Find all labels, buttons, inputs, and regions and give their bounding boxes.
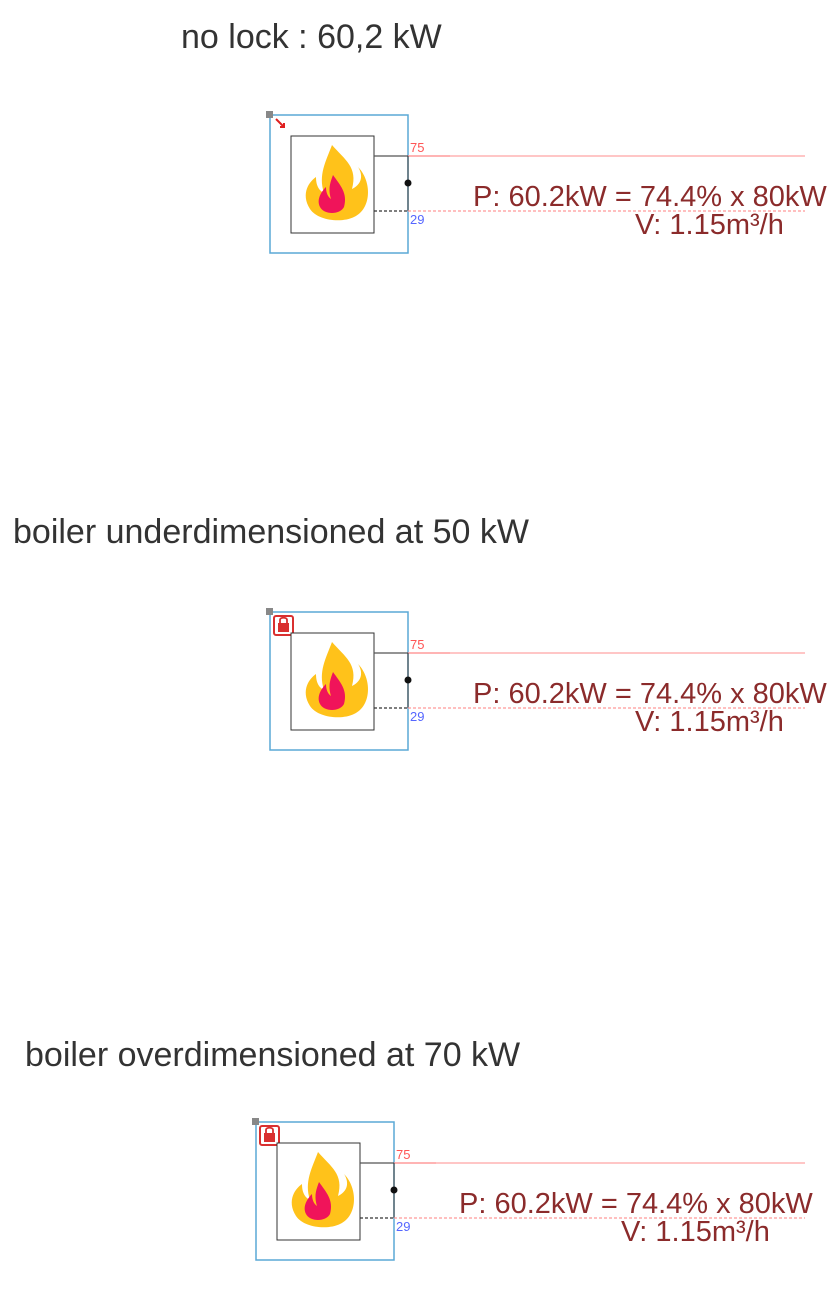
resize-handle-icon[interactable]	[252, 1118, 259, 1125]
boiler-graphic	[266, 111, 805, 254]
boiler-graphic	[266, 608, 805, 751]
flame-icon	[305, 642, 369, 718]
boiler-diagram: 75 29 P: 60.2kW = 74.4% x 80kW V: 1.15m³…	[0, 105, 827, 275]
flame-icon	[291, 1152, 355, 1228]
return-temperature: 29	[410, 212, 425, 227]
volume-label: V: 1.15m³/h	[635, 706, 784, 738]
supply-temperature: 75	[410, 637, 425, 652]
supply-temperature: 75	[410, 140, 425, 155]
return-temperature: 29	[410, 709, 425, 724]
scenario-title: no lock : 60,2 kW	[181, 18, 442, 56]
boiler-diagram: 75 29 P: 60.2kW = 74.4% x 80kW V: 1.15m³…	[0, 1112, 813, 1282]
scenario-title: boiler overdimensioned at 70 kW	[25, 1036, 521, 1074]
power-label: P: 60.2kW = 74.4% x 80kW	[473, 181, 827, 213]
supply-temperature: 75	[396, 1147, 411, 1162]
resize-handle-icon[interactable]	[266, 111, 273, 118]
lock-icon[interactable]	[259, 1125, 280, 1146]
boiler-graphic	[252, 1118, 805, 1261]
boiler-diagram: 75 29 P: 60.2kW = 74.4% x 80kW V: 1.15m³…	[0, 602, 827, 772]
scenario-title: boiler underdimensioned at 50 kW	[13, 513, 529, 551]
volume-label: V: 1.15m³/h	[635, 209, 784, 241]
unlock-arrow-icon[interactable]	[275, 118, 285, 128]
connector-dot[interactable]	[404, 676, 412, 684]
power-label: P: 60.2kW = 74.4% x 80kW	[459, 1188, 813, 1220]
volume-label: V: 1.15m³/h	[621, 1216, 770, 1248]
connector-dot[interactable]	[404, 179, 412, 187]
flame-icon	[305, 145, 369, 221]
return-temperature: 29	[396, 1219, 411, 1234]
resize-handle-icon[interactable]	[266, 608, 273, 615]
power-label: P: 60.2kW = 74.4% x 80kW	[473, 678, 827, 710]
connector-dot[interactable]	[390, 1186, 398, 1194]
lock-icon[interactable]	[273, 615, 294, 636]
